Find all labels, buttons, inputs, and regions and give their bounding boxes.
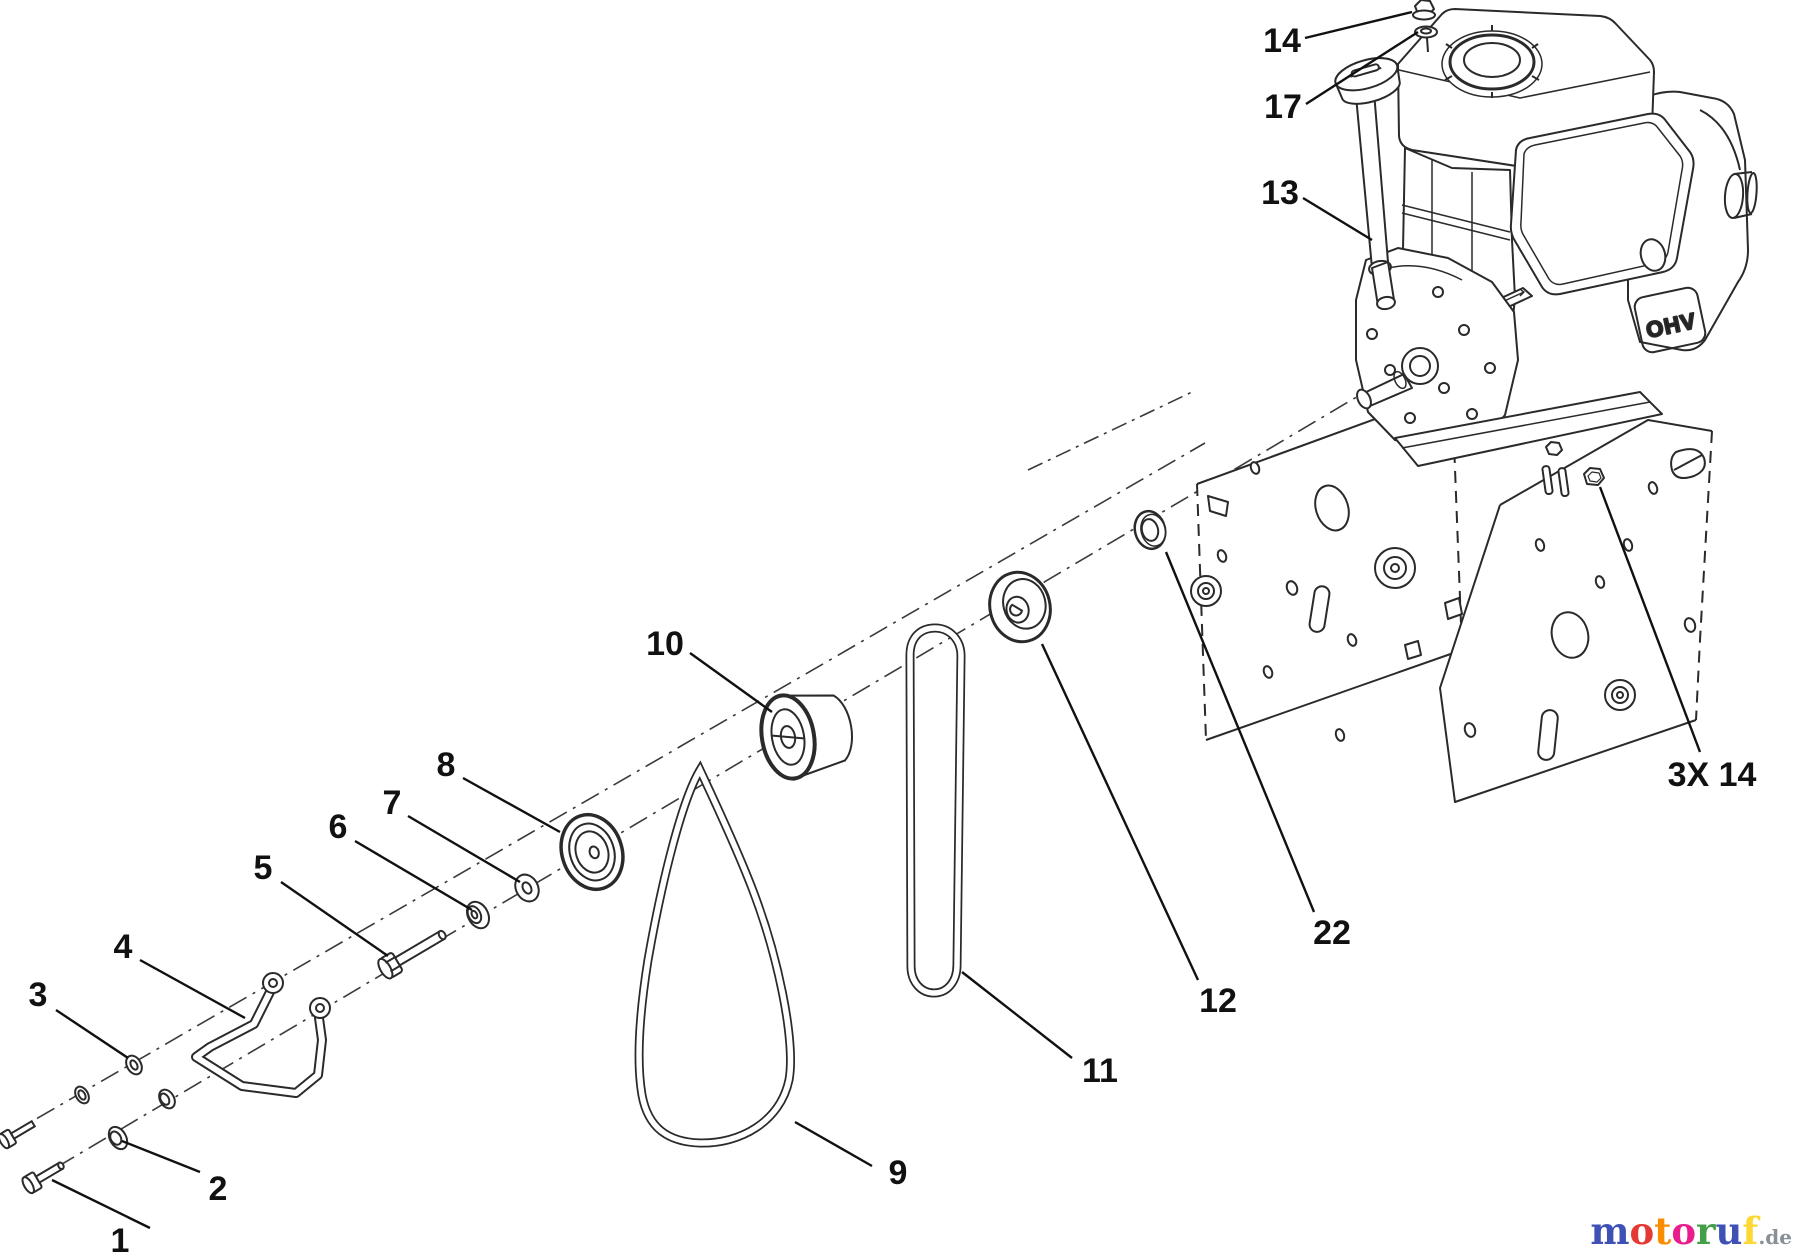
svg-text:3: 3 (29, 976, 48, 1014)
callout-7: 7 (383, 784, 521, 884)
traction-belt (634, 760, 795, 1148)
roller-10 (759, 693, 853, 781)
callout-2: 2 (121, 1139, 228, 1208)
watermark-letter: o (1671, 1209, 1696, 1253)
callout-14: 14 (1263, 10, 1413, 60)
callout-5: 5 (254, 849, 389, 957)
engine-gearbox (1355, 247, 1519, 453)
svg-text:6: 6 (329, 808, 348, 846)
crankshaft (1356, 370, 1413, 410)
engine: OHV (1334, 0, 1758, 498)
watermark-letter: o (1629, 1209, 1655, 1253)
svg-text:8: 8 (437, 746, 456, 784)
plate-boss-right (1604, 679, 1636, 711)
watermark-letter: m (1590, 1209, 1630, 1253)
washer-2 (107, 1125, 129, 1151)
engine-base (1394, 391, 1663, 498)
svg-text:7: 7 (383, 784, 402, 822)
svg-text:10: 10 (646, 625, 684, 663)
carriage-bolt-1 (21, 1161, 65, 1195)
callouts: 1 2 3 4 5 6 7 8 (29, 10, 1757, 1254)
callout-9: 9 (794, 1120, 908, 1192)
watermark-letter: f (1742, 1209, 1759, 1253)
dipstick-cap (1334, 57, 1401, 105)
svg-text:2: 2 (209, 1170, 228, 1208)
washer-upper-a (74, 1085, 90, 1105)
callout-6: 6 (329, 808, 473, 912)
watermark: motoruf.de (1590, 1213, 1792, 1250)
callout-1: 1 (51, 1178, 151, 1254)
watermark-letter: t (1654, 1209, 1672, 1253)
callout-3x14: 3X 14 (1598, 486, 1757, 794)
washer-3 (125, 1054, 143, 1076)
callout-10: 10 (646, 625, 773, 713)
svg-text:1: 1 (111, 1222, 130, 1254)
callout-11: 11 (961, 971, 1118, 1090)
svg-text:22: 22 (1313, 914, 1351, 952)
watermark-letter: u (1715, 1209, 1743, 1253)
washer-17 (1414, 25, 1438, 53)
hex-bolt-5 (377, 929, 447, 980)
svg-text:13: 13 (1261, 174, 1299, 212)
callout-12: 12 (1040, 643, 1237, 1020)
svg-text:17: 17 (1264, 88, 1302, 126)
svg-text:4: 4 (114, 928, 133, 966)
flange-nut-6 (465, 900, 491, 930)
carriage-bolt-upper (0, 1119, 37, 1150)
engine-air-cleaner (1509, 112, 1695, 296)
svg-text:11: 11 (1082, 1052, 1118, 1090)
callout-17: 17 (1264, 30, 1419, 126)
engine-mount-bolt (1583, 467, 1605, 486)
flange-nut-14 (1412, 0, 1436, 21)
auger-belt (905, 623, 966, 998)
callout-4: 4 (114, 928, 246, 1020)
plate-boss-mid (1374, 547, 1416, 589)
callout-13: 13 (1261, 174, 1373, 242)
frame-plate-right (1334, 419, 1713, 803)
svg-text:5: 5 (254, 849, 273, 887)
svg-text:3X 14: 3X 14 (1668, 756, 1757, 794)
frame-plate-left (1190, 390, 1463, 741)
engine-fuel-tank (1397, 8, 1655, 171)
watermark-suffix: .de (1758, 1225, 1792, 1249)
idler-bracket (191, 972, 331, 1098)
watermark-letter: r (1696, 1209, 1716, 1253)
callout-3: 3 (29, 976, 129, 1059)
pulley-12 (988, 570, 1052, 644)
washer-2b (158, 1088, 176, 1110)
callout-8: 8 (437, 746, 561, 834)
engine-mount-bolt-2 (1545, 441, 1563, 456)
washer-7 (514, 873, 540, 903)
dipstick-tube (1355, 91, 1396, 311)
svg-text:9: 9 (889, 1154, 908, 1192)
svg-text:12: 12 (1199, 982, 1237, 1020)
fuel-cap (1441, 25, 1543, 98)
svg-text:14: 14 (1263, 22, 1301, 60)
plate-boss-left (1190, 575, 1222, 607)
callout-22: 22 (1164, 551, 1351, 952)
idler-pulley-8 (559, 812, 625, 892)
washer-22 (1133, 509, 1167, 551)
